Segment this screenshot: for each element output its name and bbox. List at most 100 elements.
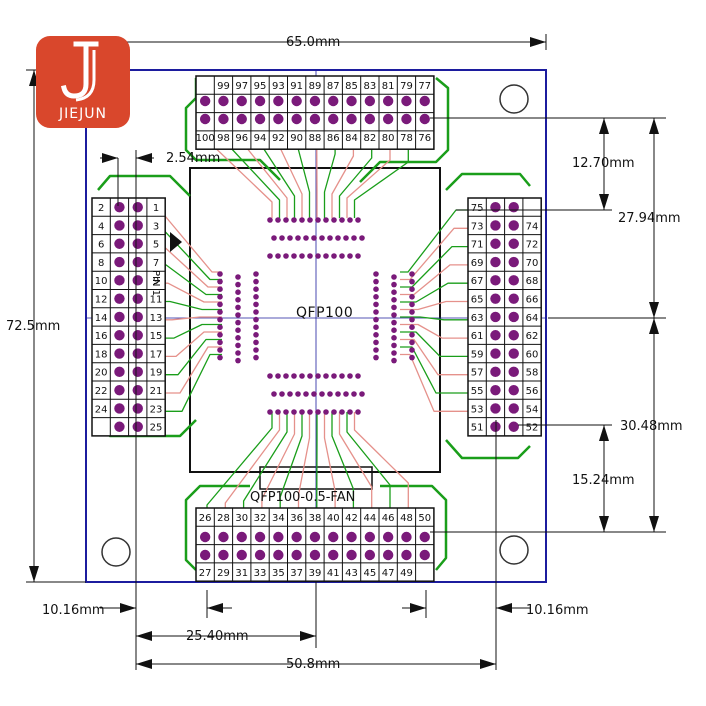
header-pad (218, 95, 229, 107)
smd-pad (409, 301, 415, 308)
bottom-pin-label: 39 (309, 568, 322, 579)
smd-pad (335, 391, 341, 397)
fanout-right (400, 282, 474, 303)
smd-pad (235, 342, 241, 349)
smd-pad (351, 235, 357, 241)
bottom-pin-label: 29 (217, 568, 230, 579)
left-pin-label: 16 (95, 331, 108, 342)
bottom-pin-label: 38 (309, 513, 322, 524)
top-pin-label: 83 (363, 81, 376, 92)
fan-label: QFP100-0.5-FAN (250, 490, 356, 505)
header-pad (309, 113, 321, 125)
smd-pad (373, 316, 379, 323)
smd-pad (303, 235, 309, 241)
fanout-right (400, 353, 474, 412)
header-pad (236, 113, 247, 125)
header-pad (490, 275, 501, 286)
smd-pad (331, 409, 337, 415)
header-pad (236, 95, 247, 107)
top-pin-label: 84 (345, 133, 358, 144)
smd-pad (275, 253, 281, 259)
smd-pad (391, 312, 397, 318)
right-pin-label: 75 (471, 203, 484, 214)
fanout-right (400, 245, 474, 288)
right-pin-label: 51 (471, 423, 484, 434)
bottom-pin-label: 48 (400, 513, 413, 524)
right-pin-label: 58 (526, 368, 539, 379)
smd-pad (299, 409, 305, 415)
smd-pad (267, 409, 273, 415)
top-pin-label: 94 (254, 133, 267, 144)
smd-pad (299, 217, 305, 223)
fanout-right (400, 323, 474, 339)
smd-pad (409, 339, 415, 346)
header-pad (218, 113, 229, 125)
bottom-pin-label: 45 (363, 568, 376, 579)
smd-pad (339, 409, 345, 415)
smd-pad (373, 294, 379, 300)
smd-pad (291, 409, 297, 415)
header-pad (114, 311, 125, 323)
header-pad (401, 549, 412, 561)
smd-pad (271, 391, 277, 397)
left-pin-label: 22 (95, 386, 108, 397)
smd-pad (253, 354, 259, 361)
dim-height-total: 72.5mm (6, 319, 61, 334)
dim-pitch: 2.54mm (166, 151, 221, 166)
top-pin-label: 87 (327, 81, 340, 92)
dim-top-offset: 12.70mm (572, 156, 635, 171)
top-pin-label: 78 (400, 133, 413, 144)
dim-right-lower-span: 30.48mm (620, 419, 683, 434)
smd-pad (335, 235, 341, 241)
top-pin-label: 77 (418, 81, 431, 92)
bottom-pin-label: 34 (272, 513, 285, 524)
right-pin-label: 65 (471, 295, 484, 306)
smd-pad (217, 278, 223, 285)
smd-pad (291, 217, 297, 223)
header-pad (346, 549, 357, 561)
header-pad (254, 549, 266, 561)
mounting-hole-top-right (499, 84, 529, 114)
left-pin-label: 5 (153, 240, 159, 251)
smd-pad (391, 297, 397, 303)
right-pin-label: 61 (471, 331, 484, 342)
top-pin-label: 97 (235, 81, 248, 92)
smd-pad (279, 235, 285, 241)
fanout-right (400, 346, 474, 394)
smd-pad (275, 409, 281, 415)
header-pad (508, 256, 519, 268)
smd-pad (347, 253, 353, 259)
header-pad (132, 220, 143, 231)
top-pin-label: 95 (254, 81, 267, 92)
bottom-pin-label: 47 (382, 568, 395, 579)
top-pin-label: 82 (363, 133, 376, 144)
fanout-right (400, 264, 474, 296)
smd-pad (331, 217, 337, 223)
header-pad (508, 366, 519, 378)
smd-pad (311, 391, 317, 397)
smd-pad (391, 350, 397, 356)
header-pad (114, 421, 125, 432)
top-pin-label: 76 (418, 133, 431, 144)
smd-pad (323, 217, 329, 223)
header-pad (309, 95, 321, 107)
left-pin-label: 3 (153, 221, 159, 232)
smd-pad (217, 332, 223, 338)
right-pin-label: 53 (471, 404, 484, 415)
header-pad (401, 531, 412, 543)
logo-brand-text: JIEJUN (59, 106, 107, 122)
smd-pad (315, 217, 321, 223)
smd-pad (327, 235, 333, 241)
smd-pad (267, 253, 273, 259)
header-pad (419, 113, 430, 125)
header-pad (508, 293, 519, 304)
header-pad (199, 531, 211, 543)
header-pad (490, 366, 501, 378)
package-label: QFP100 (296, 305, 354, 321)
smd-pad (279, 391, 285, 397)
smd-pad (359, 235, 365, 241)
header-pad (364, 95, 376, 107)
dimension-arrowheads (29, 37, 659, 669)
smd-pad (339, 253, 345, 259)
